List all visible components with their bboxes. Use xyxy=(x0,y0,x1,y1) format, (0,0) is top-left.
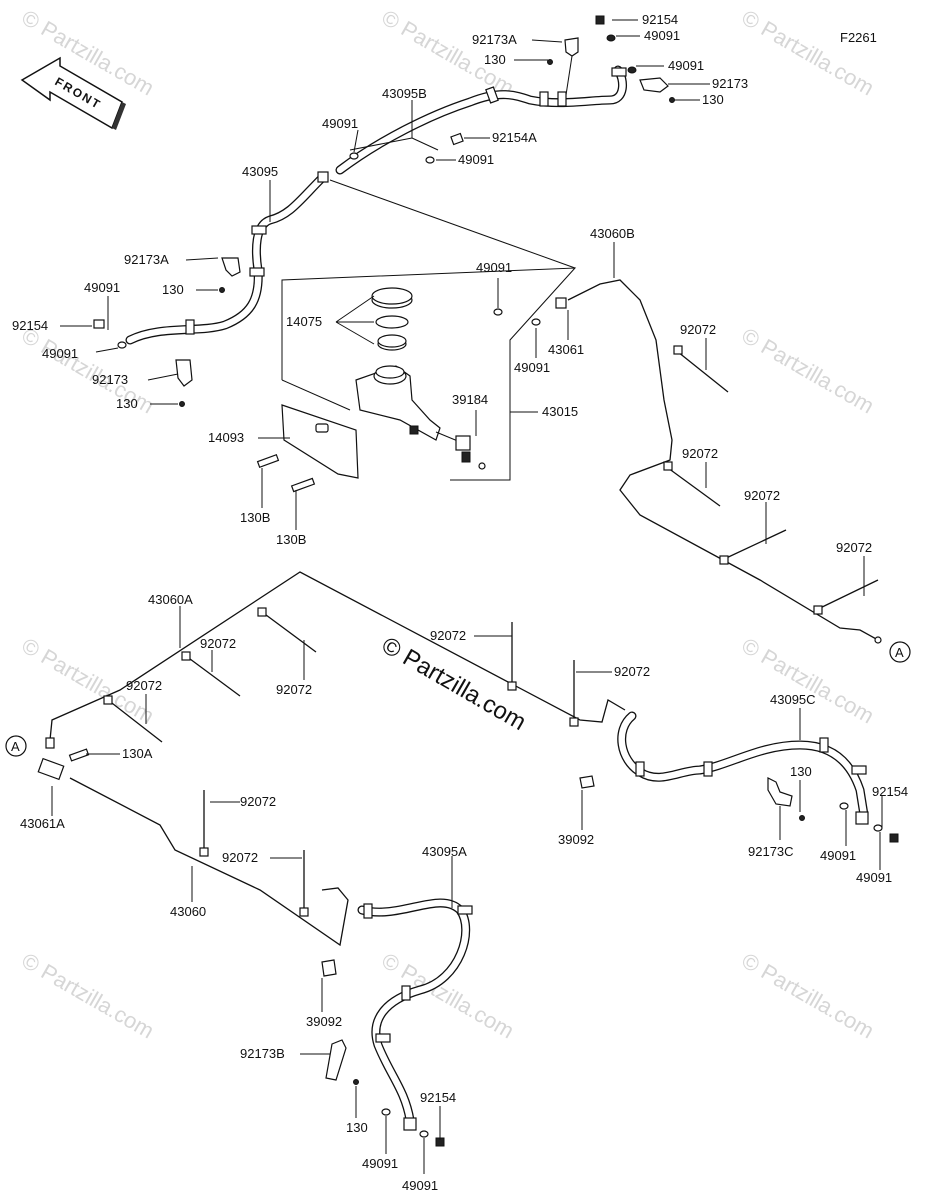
label-49091-top: 49091 xyxy=(644,28,680,43)
bracket-92173B xyxy=(325,1039,445,1147)
label-92072-c4: 92072 xyxy=(430,628,466,643)
label-43060B: 43060B xyxy=(590,226,635,241)
bracket-39092-right xyxy=(579,775,595,789)
label-92072-c5: 92072 xyxy=(614,664,650,679)
label-92173A-left: 92173A xyxy=(124,252,169,267)
bracket-92173A-left xyxy=(221,257,241,277)
watermark-7: © Partzilla.com xyxy=(738,633,879,729)
label-92072-c2: 92072 xyxy=(276,682,312,697)
label-92154-left: 92154 xyxy=(12,318,48,333)
label-14093: 14093 xyxy=(208,430,244,445)
label-14075: 14075 xyxy=(286,314,322,329)
label-49091-mid2: 49091 xyxy=(458,152,494,167)
leader-lines xyxy=(51,19,883,1174)
bracket-39092-low xyxy=(321,959,337,977)
hose-43095B xyxy=(335,65,627,175)
label-92154-low: 92154 xyxy=(420,1090,456,1105)
label-92173-top: 92173 xyxy=(712,76,748,91)
label-92173-left: 92173 xyxy=(92,372,128,387)
label-49091-low: 49091 xyxy=(362,1156,398,1171)
label-49091-mc2: 49091 xyxy=(514,360,550,375)
clips-92072-right xyxy=(663,345,879,615)
label-92154-top: 92154 xyxy=(642,12,678,27)
label-49091-left2: 49091 xyxy=(42,346,78,361)
label-49091-top2: 49091 xyxy=(668,58,704,73)
label-92072-c3: 92072 xyxy=(126,678,162,693)
label-92072-r3: 92072 xyxy=(744,488,780,503)
watermark-3: © Partzilla.com xyxy=(738,5,879,101)
label-49091-right2: 49091 xyxy=(856,870,892,885)
label-39092-right: 39092 xyxy=(558,832,594,847)
label-130-top: 130 xyxy=(484,52,506,67)
label-92072-r1: 92072 xyxy=(680,322,716,337)
label-43061: 43061 xyxy=(548,342,584,357)
label-130-top2: 130 xyxy=(702,92,724,107)
label-49091-left: 49091 xyxy=(84,280,120,295)
watermark-10: © Partzilla.com xyxy=(738,948,879,1044)
label-130-low: 130 xyxy=(346,1120,368,1135)
tube-43060 xyxy=(69,777,349,947)
label-A-left: A xyxy=(11,739,20,754)
label-43095C: 43095C xyxy=(770,692,816,707)
label-92154A: 92154A xyxy=(492,130,537,145)
label-43095A: 43095A xyxy=(422,844,467,859)
label-43095: 43095 xyxy=(242,164,278,179)
plate-14093 xyxy=(281,404,359,479)
label-130-left: 130 xyxy=(162,282,184,297)
label-130-left2: 130 xyxy=(116,396,138,411)
small-parts-top xyxy=(93,15,675,407)
hose-43095A xyxy=(357,898,473,1131)
connector-a-left xyxy=(5,735,27,757)
label-43060A: 43060A xyxy=(148,592,193,607)
bracket-92173A-top xyxy=(564,37,579,96)
label-A-right: A xyxy=(895,645,904,660)
connector-a-right xyxy=(889,641,911,663)
bracket-92173-left xyxy=(175,359,193,387)
bracket-92173C xyxy=(767,777,899,843)
tube-43060B xyxy=(567,279,882,644)
label-49091-mc: 49091 xyxy=(476,260,512,275)
part-labels: 92154 49091 92173A 130 49091 92173 130 4… xyxy=(11,12,908,1193)
bracket-92173-top xyxy=(639,77,669,93)
label-92072-c1: 92072 xyxy=(200,636,236,651)
label-130A: 130A xyxy=(122,746,153,761)
mc-small-parts xyxy=(256,297,567,493)
diagram-code: F2261 xyxy=(840,30,877,45)
label-92173C: 92173C xyxy=(748,844,794,859)
label-49091-mid: 49091 xyxy=(322,116,358,131)
watermark-5: © Partzilla.com xyxy=(738,323,879,419)
label-92072-r2: 92072 xyxy=(682,446,718,461)
master-cylinder-43015 xyxy=(355,365,466,445)
master-cylinder-box xyxy=(281,179,577,481)
label-92173A-top: 92173A xyxy=(472,32,517,47)
reservoir-cap-14075 xyxy=(371,287,413,351)
tube-43060A xyxy=(49,571,626,741)
label-92072-low1: 92072 xyxy=(240,794,276,809)
hose-43095 xyxy=(125,171,329,345)
label-43015: 43015 xyxy=(542,404,578,419)
joint-43061A xyxy=(37,737,90,781)
watermark-8: © Partzilla.com xyxy=(18,948,159,1044)
label-130B-b: 130B xyxy=(276,532,306,547)
label-92154-right: 92154 xyxy=(872,784,908,799)
label-43095B: 43095B xyxy=(382,86,427,101)
label-49091-low2: 49091 xyxy=(402,1178,438,1193)
label-43061A: 43061A xyxy=(20,816,65,831)
label-92072-low2: 92072 xyxy=(222,850,258,865)
label-92072-r4: 92072 xyxy=(836,540,872,555)
label-39184: 39184 xyxy=(452,392,488,407)
switch-39184 xyxy=(455,435,486,470)
label-92173B: 92173B xyxy=(240,1046,285,1061)
label-130-right: 130 xyxy=(790,764,812,779)
label-49091-right: 49091 xyxy=(820,848,856,863)
clips-92072-lower xyxy=(103,607,579,917)
label-39092-low: 39092 xyxy=(306,1014,342,1029)
label-130B-a: 130B xyxy=(240,510,270,525)
label-43060: 43060 xyxy=(170,904,206,919)
hose-43095C xyxy=(617,711,869,825)
